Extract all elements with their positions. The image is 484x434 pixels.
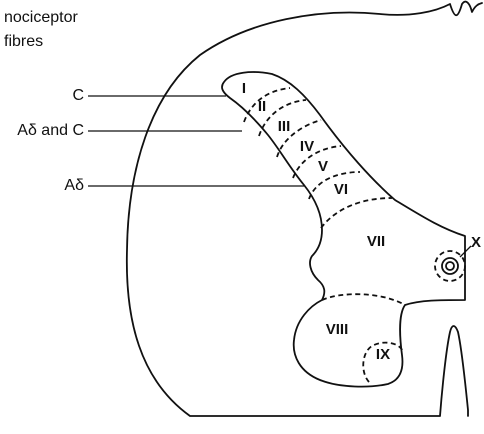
boundary-vii-viii [321, 293, 406, 306]
lamina-x-label: X [471, 234, 481, 251]
boundary-iv-v [292, 145, 342, 179]
spinal-cord-outline [125, 0, 483, 417]
c-fibre-label: C [72, 87, 84, 104]
boundary-i-ii [243, 87, 291, 123]
central-canal-outer [441, 257, 459, 275]
lamina-v-label: V [318, 158, 328, 175]
lamina-vi-label: VI [334, 181, 348, 198]
lamina-ix-label: IX [376, 346, 390, 363]
lamina-vii-label: VII [367, 233, 385, 250]
boundary-vi-vii [320, 197, 393, 229]
adelta-and-c-fibre-label: Aδ and C [17, 122, 84, 139]
boundary-iii-iv [276, 119, 322, 158]
title-line-1: nociceptor [4, 9, 78, 26]
grey-matter-outline [221, 71, 466, 388]
lamina-viii-label: VIII [326, 321, 349, 338]
title-line-2: fibres [4, 33, 43, 50]
lamina-iii-label: III [278, 118, 291, 135]
lamina-x-leader [459, 245, 472, 258]
lamina-iv-label: IV [300, 138, 314, 155]
lamina-x-outer-ring [434, 250, 466, 282]
boundary-v-vi [308, 171, 361, 200]
adelta-fibre-label: Aδ [64, 177, 84, 194]
boundary-ix [362, 341, 404, 383]
lamina-ii-label: II [258, 98, 266, 115]
central-canal-inner [445, 261, 455, 271]
lamina-i-label: I [242, 80, 246, 97]
